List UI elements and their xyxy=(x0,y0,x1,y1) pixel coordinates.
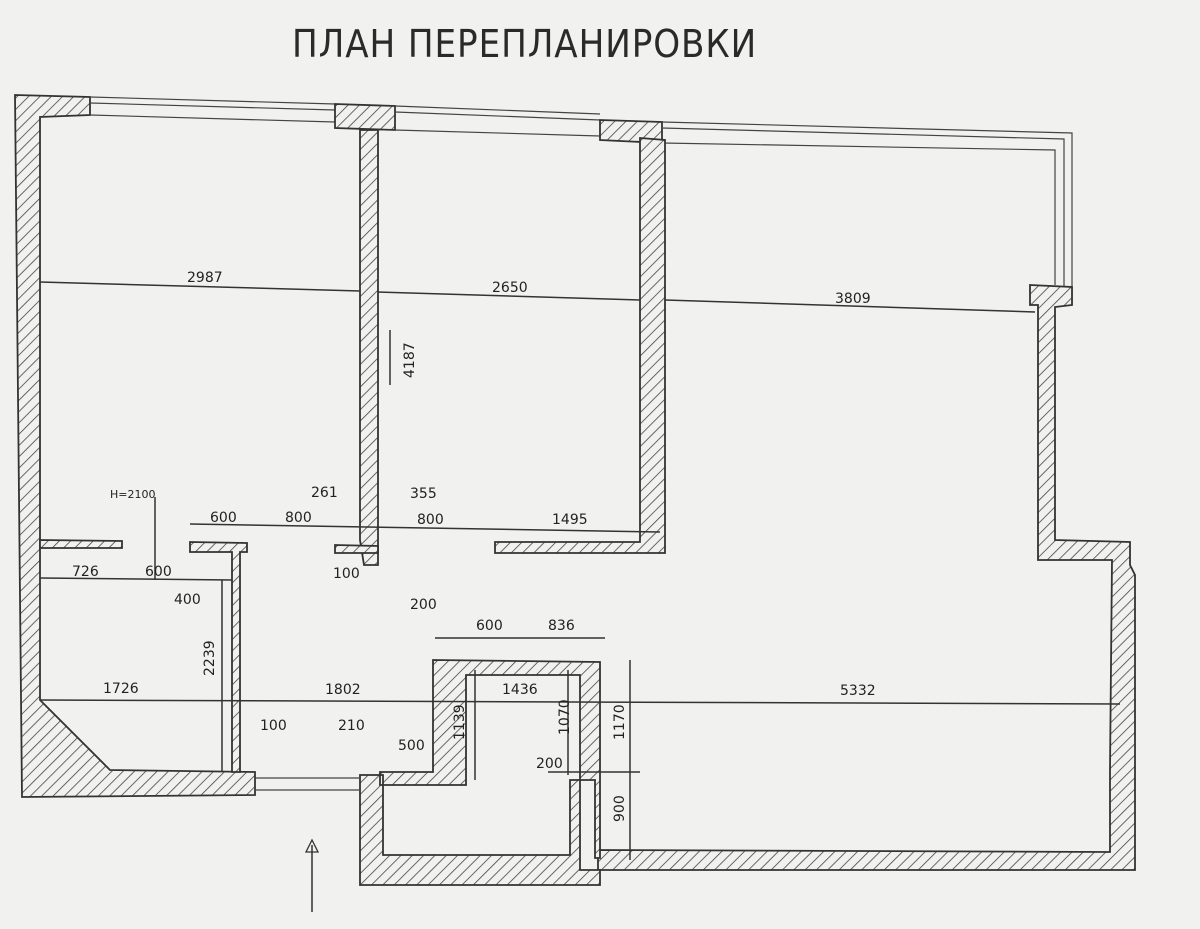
dim-400: 400 xyxy=(174,592,201,608)
door-height-label: H=2100 xyxy=(110,488,155,501)
dim-500: 500 xyxy=(398,738,425,754)
dim-1170: 1170 xyxy=(612,704,628,740)
corridor-wall-mid xyxy=(189,541,248,773)
dim-800b: 800 xyxy=(417,512,444,528)
dim-261: 261 xyxy=(311,485,338,501)
dimension-labels: 2987 2650 3809 4187 H=2100 600 800 261 3… xyxy=(72,270,876,822)
dim-100b: 100 xyxy=(260,718,287,734)
dim-5332: 5332 xyxy=(840,683,876,699)
partition-wall xyxy=(359,129,379,566)
plan-title: ПЛАН ПЕРЕПЛАНИРОВКИ xyxy=(292,22,758,66)
top-window-3 xyxy=(661,121,1073,305)
top-window-1 xyxy=(89,96,336,123)
dim-900: 900 xyxy=(612,795,628,822)
dim-726: 726 xyxy=(72,564,99,580)
dim-room1-width: 2987 xyxy=(187,270,223,286)
dim-partition-height: 4187 xyxy=(402,342,418,378)
dim-1495: 1495 xyxy=(552,512,588,528)
dim-600c: 600 xyxy=(476,618,503,634)
dim-100a: 100 xyxy=(333,566,360,582)
dimension-lines xyxy=(39,281,1121,912)
corridor-wall-left xyxy=(39,539,123,549)
dim-1726: 1726 xyxy=(103,681,139,697)
room2-right-wall xyxy=(494,137,666,554)
dim-1139: 1139 xyxy=(452,704,468,740)
dim-355: 355 xyxy=(410,486,437,502)
dim-600a: 600 xyxy=(210,510,237,526)
corridor-wall-right xyxy=(334,544,379,554)
top-window-2 xyxy=(394,105,601,137)
arrow-head-icon xyxy=(304,838,320,853)
dim-200a: 200 xyxy=(410,597,437,613)
dim-room3-width: 3809 xyxy=(835,291,871,307)
top-pier-1 xyxy=(334,103,396,131)
dim-1070: 1070 xyxy=(557,699,573,735)
dim-2239: 2239 xyxy=(202,640,218,676)
left-wall xyxy=(14,94,256,798)
right-wall xyxy=(597,284,1136,871)
bathroom-wall xyxy=(359,659,601,886)
dim-210: 210 xyxy=(338,718,365,734)
dim-836: 836 xyxy=(548,618,575,634)
dim-1802: 1802 xyxy=(325,682,361,698)
dim-room2-width: 2650 xyxy=(492,280,528,296)
dim-800a: 800 xyxy=(285,510,312,526)
dim-1436: 1436 xyxy=(502,682,538,698)
dim-200b: 200 xyxy=(536,756,563,772)
walls xyxy=(14,94,1136,886)
dim-600b: 600 xyxy=(145,564,172,580)
